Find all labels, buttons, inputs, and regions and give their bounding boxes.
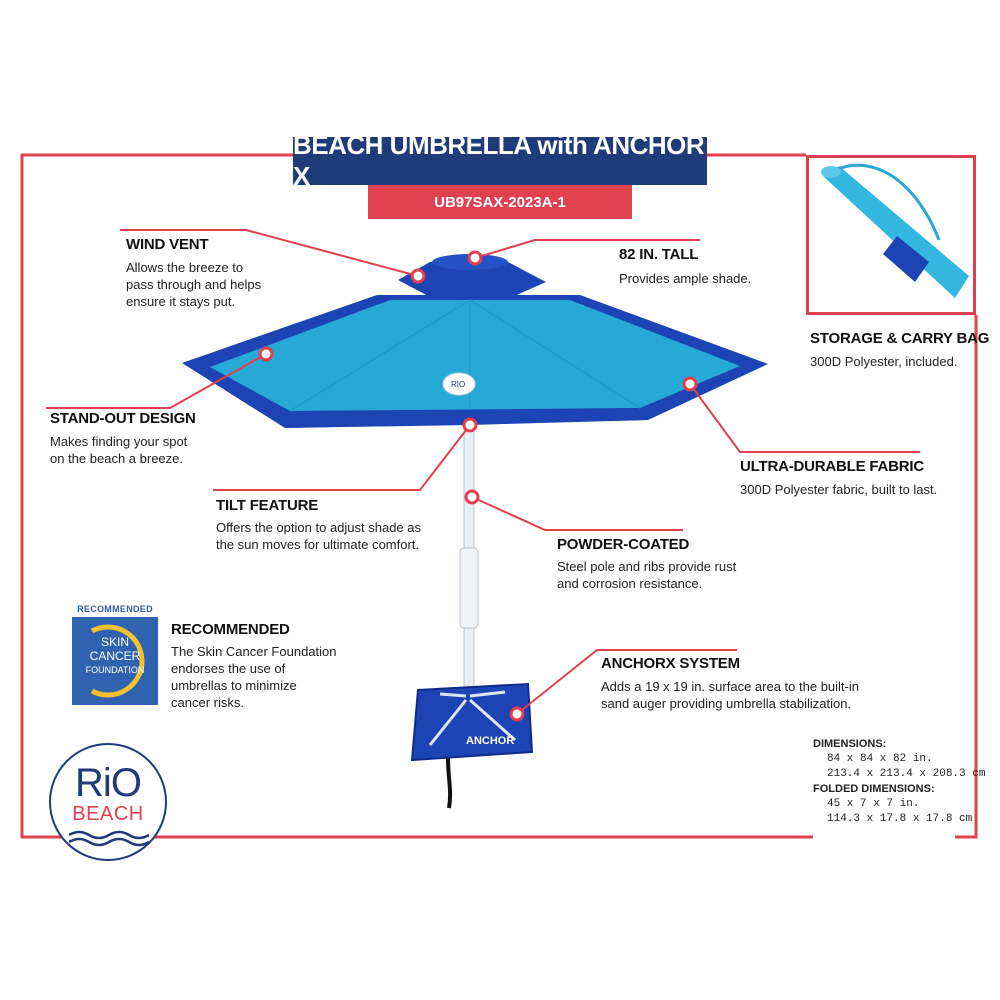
skin-cancer-foundation-badge: RECOMMENDED SKIN CANCER FOUNDATION xyxy=(72,604,158,705)
wind-vent-line: pass through and helps xyxy=(126,277,262,292)
anchor-heading: ANCHORX SYSTEM xyxy=(601,655,740,672)
dot-wind-vent xyxy=(410,268,426,284)
wind-vent xyxy=(398,262,546,298)
dot-tilt xyxy=(462,417,478,433)
recommended-line: umbrellas to minimize xyxy=(171,678,297,693)
carry-bag-icon xyxy=(821,163,969,298)
powder-heading: POWDER-COATED xyxy=(557,536,690,553)
fabric-line: 300D Polyester fabric, built to last. xyxy=(740,482,938,497)
umbrella-logo xyxy=(442,372,476,396)
sun-arc-icon xyxy=(90,624,145,698)
badge-line: CANCER xyxy=(89,649,141,663)
anchor-base xyxy=(412,684,532,760)
tall-heading: 82 IN. TALL xyxy=(619,246,699,263)
logo-beach-text: BEACH xyxy=(72,803,144,825)
dot-tall xyxy=(467,250,483,266)
tilt-line: Offers the option to adjust shade as xyxy=(216,520,422,535)
rio-beach-logo: RiO BEACH xyxy=(49,743,167,861)
dimensions-block: DIMENSIONS: 84 x 84 x 82 in. 213.4 x 213… xyxy=(813,737,985,827)
folded-dimensions-imperial: 45 x 7 x 7 in. xyxy=(827,798,920,810)
dimensions-label: DIMENSIONS: xyxy=(813,738,887,750)
badge-line: SKIN xyxy=(100,635,129,649)
tall-line: Provides ample shade. xyxy=(619,271,752,286)
wind-vent-line: ensure it stays put. xyxy=(126,294,236,309)
powder-line: Steel pole and ribs provide rust xyxy=(557,559,737,574)
standout-line: Makes finding your spot xyxy=(50,434,188,449)
wind-vent-line: Allows the breeze to xyxy=(126,260,244,275)
recommended-line: endorses the use of xyxy=(171,661,286,676)
dot-standout xyxy=(258,346,274,362)
anchor-line: sand auger providing umbrella stabilizat… xyxy=(601,696,852,711)
dot-powder xyxy=(464,489,480,505)
wind-vent-heading: WIND VENT xyxy=(126,236,209,253)
canopy xyxy=(210,300,740,411)
anchor-logo-text: ANCHOR xyxy=(466,735,514,747)
storage-line: 300D Polyester, included. xyxy=(810,354,958,369)
tilt-line: the sun moves for ultimate comfort. xyxy=(216,537,420,552)
storage-heading: STORAGE & CARRY BAG xyxy=(810,330,990,347)
badge-line: FOUNDATION xyxy=(85,665,145,675)
folded-dimensions-label: FOLDED DIMENSIONS: xyxy=(813,783,935,795)
standout-line: on the beach a breeze. xyxy=(50,451,183,466)
dimensions-metric: 213.4 x 213.4 x 208.3 cm xyxy=(827,768,986,780)
waves-icon xyxy=(69,830,149,847)
anchor-line: Adds a 19 x 19 in. surface area to the b… xyxy=(601,679,859,694)
recommended-line: cancer risks. xyxy=(171,695,244,710)
dot-anchor xyxy=(509,706,525,722)
recommended-heading: RECOMMENDED xyxy=(171,621,290,638)
powder-line: and corrosion resistance. xyxy=(557,576,703,591)
fabric-heading: ULTRA-DURABLE FABRIC xyxy=(740,458,925,475)
dot-fabric xyxy=(682,376,698,392)
dimensions-imperial: 84 x 84 x 82 in. xyxy=(827,753,933,765)
product-sku: UB97SAX-2023A-1 xyxy=(368,185,632,219)
tilt-joint xyxy=(459,547,479,629)
folded-dimensions-metric: 114.3 x 17.8 x 17.8 cm xyxy=(827,813,973,825)
storage-bag-image xyxy=(806,155,976,315)
recommended-line: The Skin Cancer Foundation xyxy=(171,644,337,659)
standout-heading: STAND-OUT DESIGN xyxy=(50,410,196,427)
svg-text:RIO: RIO xyxy=(451,380,465,389)
badge-top-text: RECOMMENDED xyxy=(77,604,153,614)
logo-rio-text: RiO xyxy=(75,761,142,805)
tilt-heading: TILT FEATURE xyxy=(216,497,319,514)
